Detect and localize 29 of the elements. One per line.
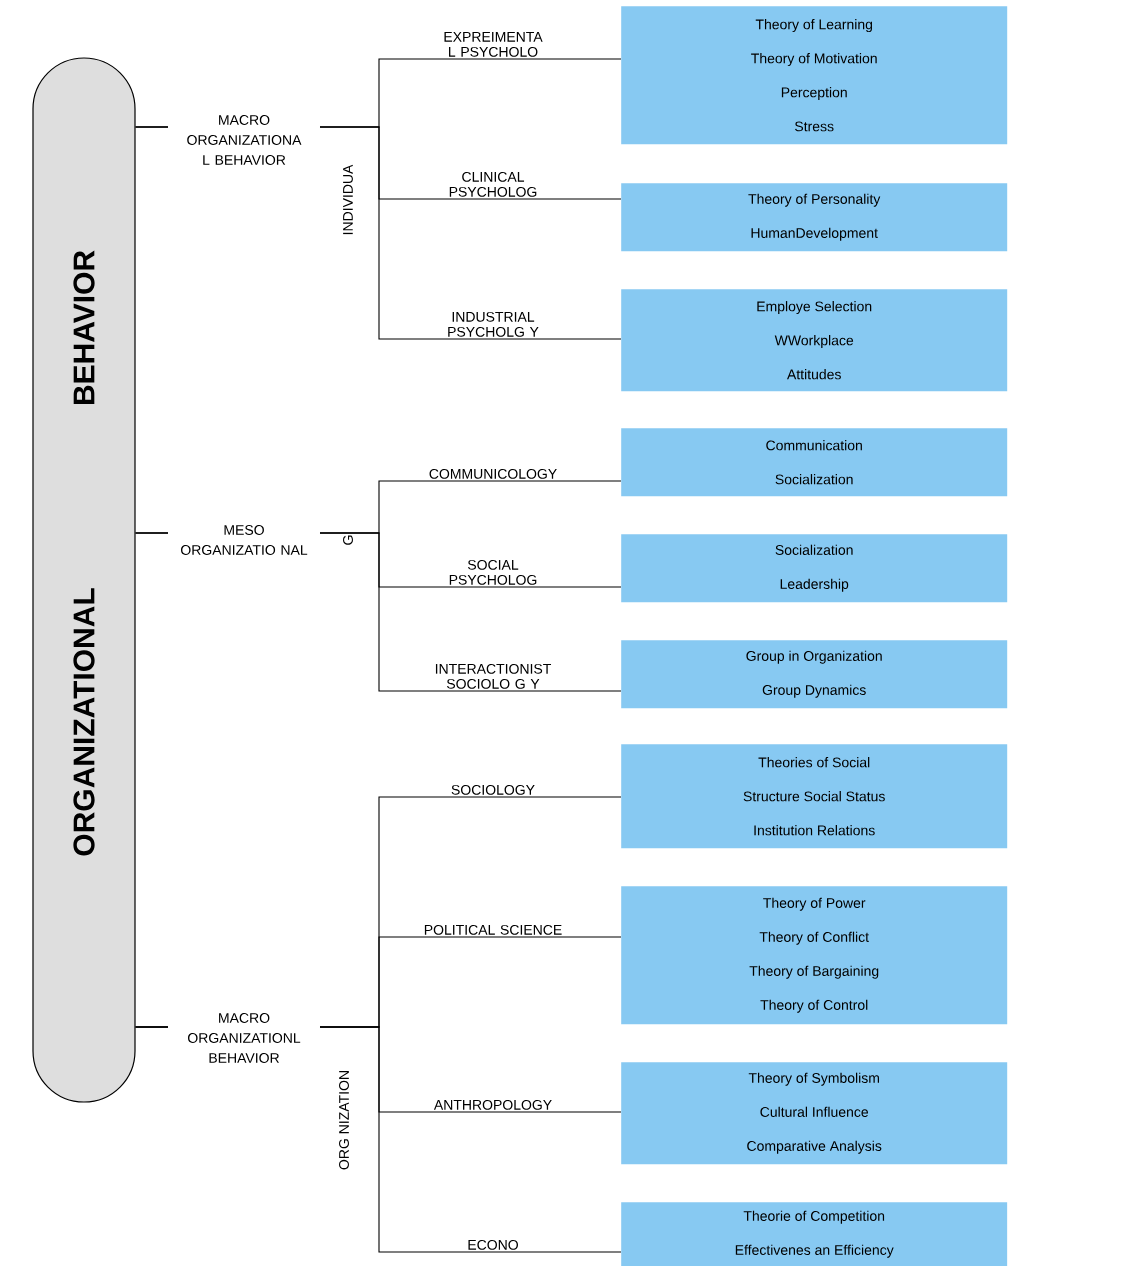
title-pill (32, 57, 136, 1103)
edge-label: INTERACTIONIST SOCIOLO G Y (435, 663, 551, 689)
topic-box: Theory of Power Theory of Conflict Theory of Bargaining Theory of Control (621, 886, 1008, 1025)
level-label: INDIVIDUA (343, 164, 353, 235)
topic-box: Communication Socialization (621, 428, 1008, 497)
topic-box: Theory of Personality HumanDevelopment (621, 183, 1008, 252)
title-text: ORGANIZATIONAL (73, 588, 95, 856)
edge-label: CLINICAL PSYCHOLOG (449, 171, 537, 197)
edge-label: POLITICAL SCIENCE (424, 924, 562, 935)
topic-box: Theories of Social Structure Social Status Institution Relations (621, 744, 1008, 849)
level-label: G (343, 535, 353, 545)
edge-label: COMMUNICOLOGY (429, 468, 557, 479)
edge-label: SOCIAL PSYCHOLOG (449, 559, 537, 585)
edge-label: ANTHROPOLOGY (433, 1099, 552, 1110)
topic-box: Socialization Leadership (621, 534, 1008, 603)
edge-label: EXPREIMENTA L PSYCHOLO (444, 32, 543, 57)
level-label: MACRO ORGANIZATIONL BEHAVIOR (188, 1013, 301, 1063)
topic-box: Employe Selection WWorkplace Attitudes (621, 289, 1008, 392)
topic-box: Group in Organization Group Dynamics (621, 640, 1008, 709)
topic-box: Theory of Symbolism Cultural Influence Comparative Analysis (621, 1062, 1008, 1165)
level-label: MESO ORGANIZATIO NAL (181, 525, 308, 555)
topic-box: Theory of Learning Theory of Motivation Perception Stress (621, 6, 1008, 145)
edge-label: INDUSTRIAL PSYCHOLG Y (448, 311, 539, 337)
topic-box: Theorie of Competition Effectivenes an Efficiency (621, 1202, 1008, 1266)
level-label: MACRO ORGANIZATIONA L BEHAVIOR (187, 115, 302, 165)
level-label: ORG NIZATION (339, 1071, 349, 1170)
edge-label: SOCIOLOGY (451, 784, 535, 795)
title-text: BEHAVIOR (73, 250, 95, 405)
edge-label: ECONO (468, 1239, 518, 1250)
